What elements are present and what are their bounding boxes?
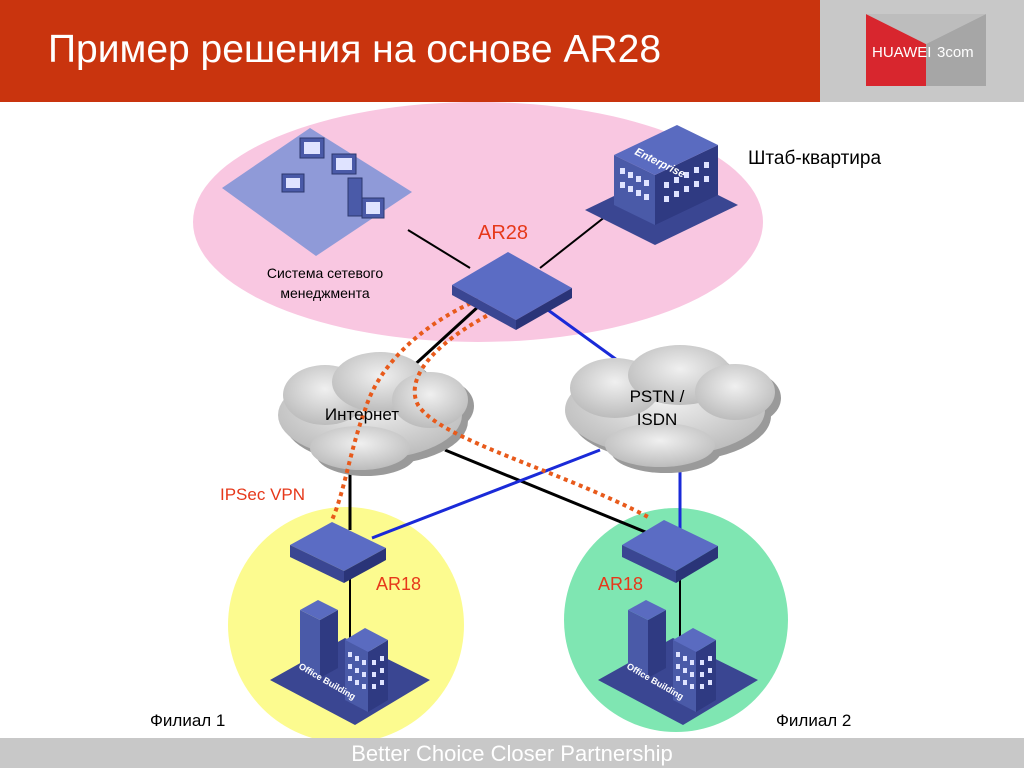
ar18-router-branch2 bbox=[622, 520, 718, 583]
ar18-router-branch1 bbox=[290, 522, 386, 583]
nms-workstations bbox=[222, 128, 412, 256]
link-pstn-branch1 bbox=[371, 448, 601, 540]
pstn-label-line2: ISDN bbox=[637, 410, 678, 429]
office-building-branch1: Office Building bbox=[270, 600, 430, 725]
enterprise-building: Enterprise bbox=[585, 125, 738, 245]
nms-label-line1: Система сетевого bbox=[267, 265, 384, 281]
vpn-tunnel-branch2 bbox=[412, 310, 651, 520]
ar18-label-branch2: AR18 bbox=[598, 574, 643, 594]
link-internet-branch2 bbox=[444, 448, 661, 540]
huawei-3com-logo: HUAWEI 3com bbox=[866, 14, 986, 86]
pstn-cloud bbox=[565, 345, 781, 473]
ar28-router bbox=[452, 252, 572, 330]
branch1-label: Филиал 1 bbox=[150, 711, 225, 730]
ar28-label: AR28 bbox=[478, 222, 528, 244]
slide-title: Пример решения на основе AR28 bbox=[48, 28, 662, 71]
nms-label-line2: менеджмента bbox=[280, 285, 370, 301]
title-bar bbox=[0, 0, 820, 102]
ar18-label-branch1: AR18 bbox=[376, 574, 421, 594]
internet-cloud bbox=[278, 352, 474, 476]
logo-text-3com: 3com bbox=[937, 44, 974, 61]
hq-label: Штаб-квартира bbox=[748, 148, 881, 169]
office-building-branch2: Office Building bbox=[598, 600, 758, 725]
branch2-label: Филиал 2 bbox=[776, 711, 851, 730]
logo-text-huawei: HUAWEI bbox=[872, 44, 931, 61]
internet-label: Интернет bbox=[325, 405, 399, 424]
footer-bar bbox=[0, 738, 1024, 768]
pstn-label-line1: PSTN / bbox=[630, 387, 685, 406]
ipsec-vpn-label: IPSec VPN bbox=[220, 485, 305, 504]
vpn-tunnel-branch1 bbox=[330, 298, 479, 521]
footer-slogan: Better Choice Closer Partnership bbox=[351, 741, 673, 766]
link-nms-core bbox=[407, 229, 471, 269]
